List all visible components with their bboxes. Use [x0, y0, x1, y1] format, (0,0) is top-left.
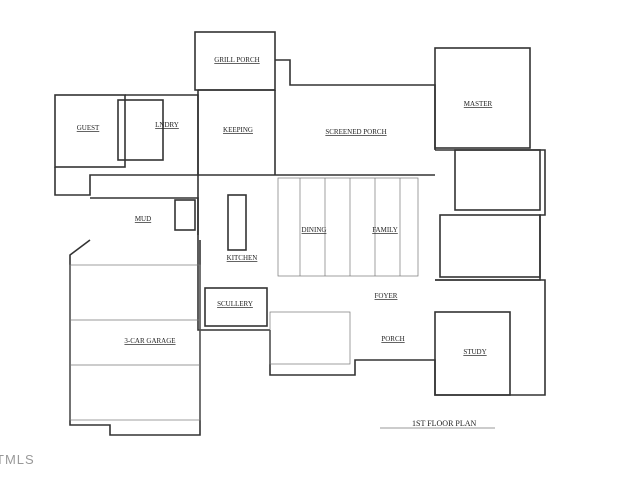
room-label-porch: PORCH	[381, 335, 404, 343]
room-label-grill-porch: GRILL PORCH	[214, 56, 259, 64]
room-label-study: STUDY	[463, 348, 486, 356]
room-label-mud: MUD	[135, 215, 151, 223]
room-label-screened-porch: SCREENED PORCH	[325, 128, 386, 136]
room-label-keeping: KEEPING	[223, 126, 253, 134]
room-label-kitchen: KITCHEN	[227, 254, 258, 262]
room-label-master: MASTER	[464, 100, 493, 108]
room-label-dining: DINING	[302, 226, 327, 234]
room-labels: GRILL PORCH GUEST LNDRY KEEPING SCREENED…	[77, 56, 493, 428]
interior-walls	[69, 90, 541, 429]
plan-title: 1ST FLOOR PLAN	[412, 419, 477, 428]
room-label-foyer: FOYER	[375, 292, 398, 300]
room-label-guest: GUEST	[77, 124, 100, 132]
watermark: TMLS	[0, 452, 35, 467]
room-label-family: FAMILY	[372, 226, 398, 234]
room-label-scullery: SCULLERY	[217, 300, 253, 308]
room-label-laundry: LNDRY	[155, 121, 179, 129]
room-label-garage: 3-CAR GARAGE	[124, 337, 175, 345]
